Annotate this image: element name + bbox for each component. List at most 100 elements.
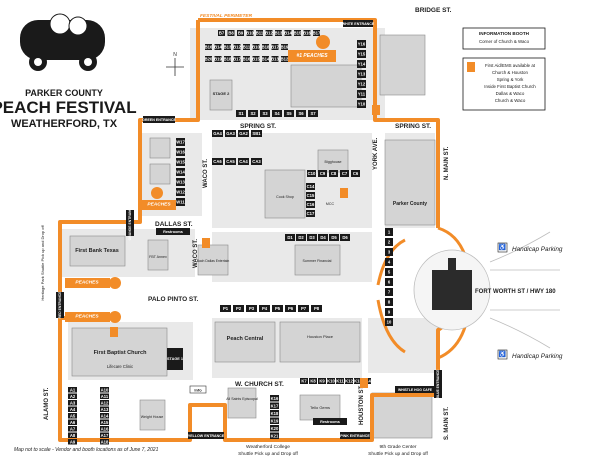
handicap-parking-1: ♿ Handicap Parking [497,242,563,253]
shuttle-ninth-1: 9th Grade Center [379,444,416,450]
booth-box [329,234,339,241]
booth-box [300,378,308,384]
booth-box [100,400,109,406]
entrance-green: GREEN ENTRANCE [142,118,176,122]
booth-label: B18 [224,57,232,62]
first-aid-loc-0: Church & Houston [492,70,528,75]
building-all-saints [227,387,257,419]
booth-label: B14 [262,57,270,62]
peach-icon [109,311,121,323]
info-booth-title: INFORMATION BOOTH [479,31,530,36]
booth-label: S4 [274,111,280,116]
svg-text:Handicap Parking: Handicap Parking [512,246,563,253]
booth-box [284,110,294,117]
booth-label: A11 [101,394,109,399]
booth-label: D4 [320,235,326,240]
booth-label: GA4 [213,131,222,136]
booth-label: A7 [70,426,76,431]
label-first-bank: First Bank Texas [75,248,119,254]
booth-label: W11 [176,200,185,205]
stage-1: STAGE 1 [167,357,183,361]
booth-label: B10 [252,45,260,50]
booth-box [271,56,279,62]
peaches-1: #1 PEACHES [288,35,336,62]
booth-box [224,56,231,62]
booth-label: B13 [224,45,232,50]
booth-box [251,158,262,165]
block-houston [368,318,438,373]
first-aid-marker [110,327,118,337]
restrooms-1: Restrooms [163,230,183,234]
booth-label: B11 [256,31,264,36]
booth-label: B14 [284,31,292,36]
booth-box [284,30,292,36]
building-weight-house [139,399,166,431]
booth-label: 7 [388,290,391,295]
first-aid-loc-2: Inside First Baptist Church [484,84,536,89]
booth-box [246,30,254,36]
booth-box [100,426,109,432]
courthouse-icon [432,270,472,310]
wheelchair-icon [497,242,508,253]
booth-box [238,130,249,137]
booth-box [68,387,77,393]
booth-box [311,305,322,312]
building-houston-place [279,321,361,363]
booth-box [272,110,282,117]
street-houston: HOUSTON ST. [359,384,365,425]
perimeter-west [58,20,447,442]
booth-label: K9 [319,379,325,384]
booth-label: S5 [286,111,292,116]
building-bridge-east [379,34,426,96]
booth-box [100,439,109,445]
booth-label: C16 [307,202,315,207]
booth-box [176,198,185,206]
booth-box [303,30,311,36]
svg-text:♿: ♿ [499,350,507,358]
booth-box [298,305,309,312]
booth-label: B8 [228,31,234,36]
booth-box [256,30,263,36]
first-aid-icon [467,62,475,72]
label-bigghouse: Bigghouse [325,160,342,164]
booth-label: K8 [310,379,316,384]
booth-box [336,378,344,384]
booth-box [262,44,269,50]
booth-label: 2 [388,240,391,245]
festival-logo [20,13,105,71]
booth-label: 3 [388,250,391,255]
booth-label: B12 [281,57,289,62]
label-mcc: MCC [326,202,335,206]
booth-box [233,44,241,50]
booth-label: B13 [275,31,283,36]
booth-box [285,234,295,241]
booth-label: P8 [314,306,320,311]
svg-text:Handicap Parking: Handicap Parking [512,353,563,360]
booth-box [281,44,288,50]
booth-box [385,238,393,246]
street-n-main: N. MAIN ST. [444,146,450,180]
label-tello-gems: Tello Gems [310,405,330,410]
booth-box [220,305,231,312]
label-first-baptist: First Baptist Church [94,350,148,356]
booth-box [327,378,335,384]
booth-label: D3 [309,235,315,240]
booth-box [270,432,279,439]
booth-box [296,234,306,241]
booth-label: P1 [223,306,229,311]
booth-label: GA3 [226,131,235,136]
booth-label: K19 [271,418,279,423]
booth-label: K11 [336,379,344,384]
booth-label: K13 [354,379,362,384]
booth-label: A12 [101,400,109,405]
booth-box [248,110,258,117]
booth-box [176,138,185,146]
first-aid-box [462,57,546,111]
booth-label: 8 [388,300,391,305]
booth-box [270,417,279,424]
booth-box [227,30,235,36]
booth-box [237,30,244,36]
shuttle-heritage: Heritage Park Shuttle Pick up and Drop o… [40,224,45,300]
